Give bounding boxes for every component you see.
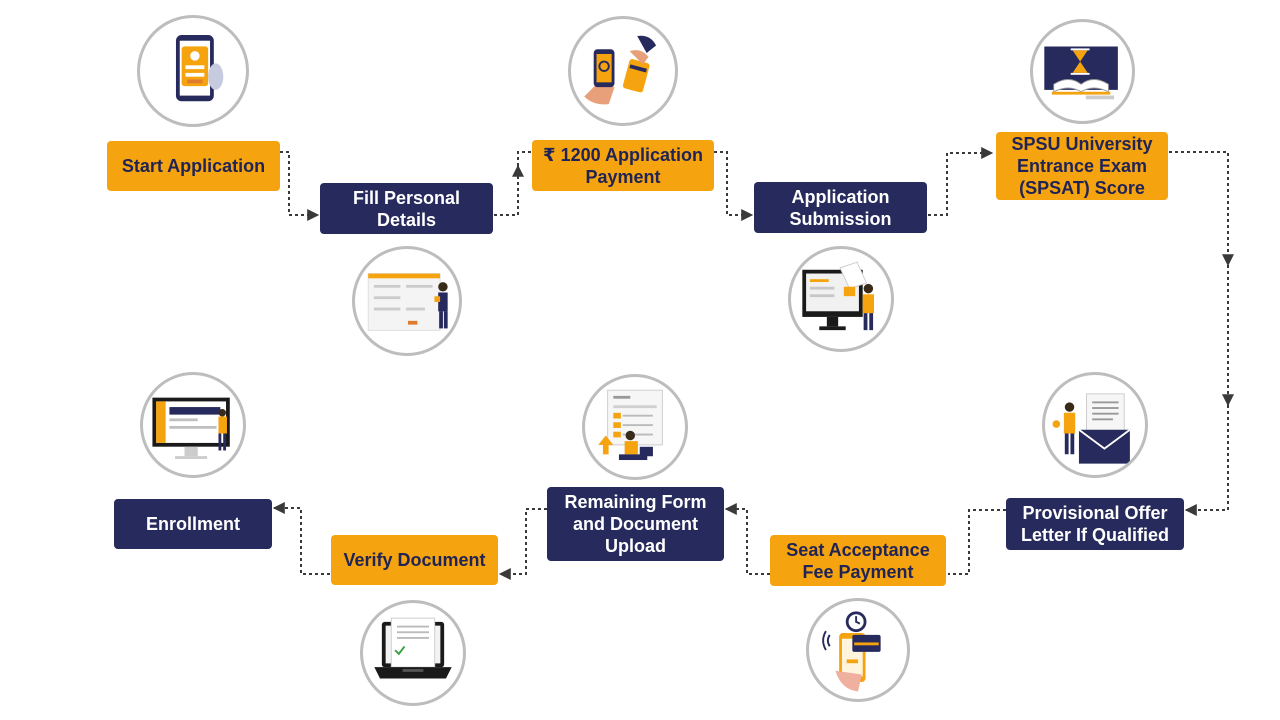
phone-card-payment-icon [568,16,678,126]
step-verify-document: Verify Document [331,535,498,585]
connector-seat-to-upload [724,503,770,575]
document-upload-icon [582,374,688,480]
step-fill-personal-details: Fill Personal Details [320,183,493,234]
connector-fill-to-payment [494,164,524,216]
connector-submission-to-exam [928,147,994,216]
step-start-application: Start Application [107,141,280,191]
connector-payment-to-submission [517,151,532,166]
connector-payment-to-submission-2 [714,151,754,221]
phone-card-clock-icon [806,598,910,702]
form-person-icon [352,246,462,356]
step-document-upload: Remaining Form and Document Upload [547,487,724,561]
step-application-submission: Application Submission [754,182,927,233]
step-provisional-offer: Provisional Offer Letter If Qualified [1006,498,1184,550]
letter-envelope-icon [1042,372,1148,478]
step-enrollment: Enrollment [114,499,272,549]
step-entrance-exam-score: SPSU University Entrance Exam (SPSAT) Sc… [996,132,1168,200]
connector-offer-to-seat [948,509,1006,575]
hourglass-book-icon [1030,19,1135,124]
connector-exam-to-offer-3 [1184,405,1229,516]
desktop-enrollment-icon [140,372,246,478]
connector-exam-to-offer [1169,151,1234,267]
step-application-payment: ₹ 1200 Application Payment [532,140,714,191]
step-seat-acceptance-fee: Seat Acceptance Fee Payment [770,535,946,586]
connector-start-to-fill [280,151,320,221]
connector-verify-to-enroll [272,502,330,575]
monitor-submit-icon [788,246,894,352]
connector-upload-to-verify [498,508,547,580]
phone-signup-icon [137,15,249,127]
laptop-check-icon [360,600,466,706]
